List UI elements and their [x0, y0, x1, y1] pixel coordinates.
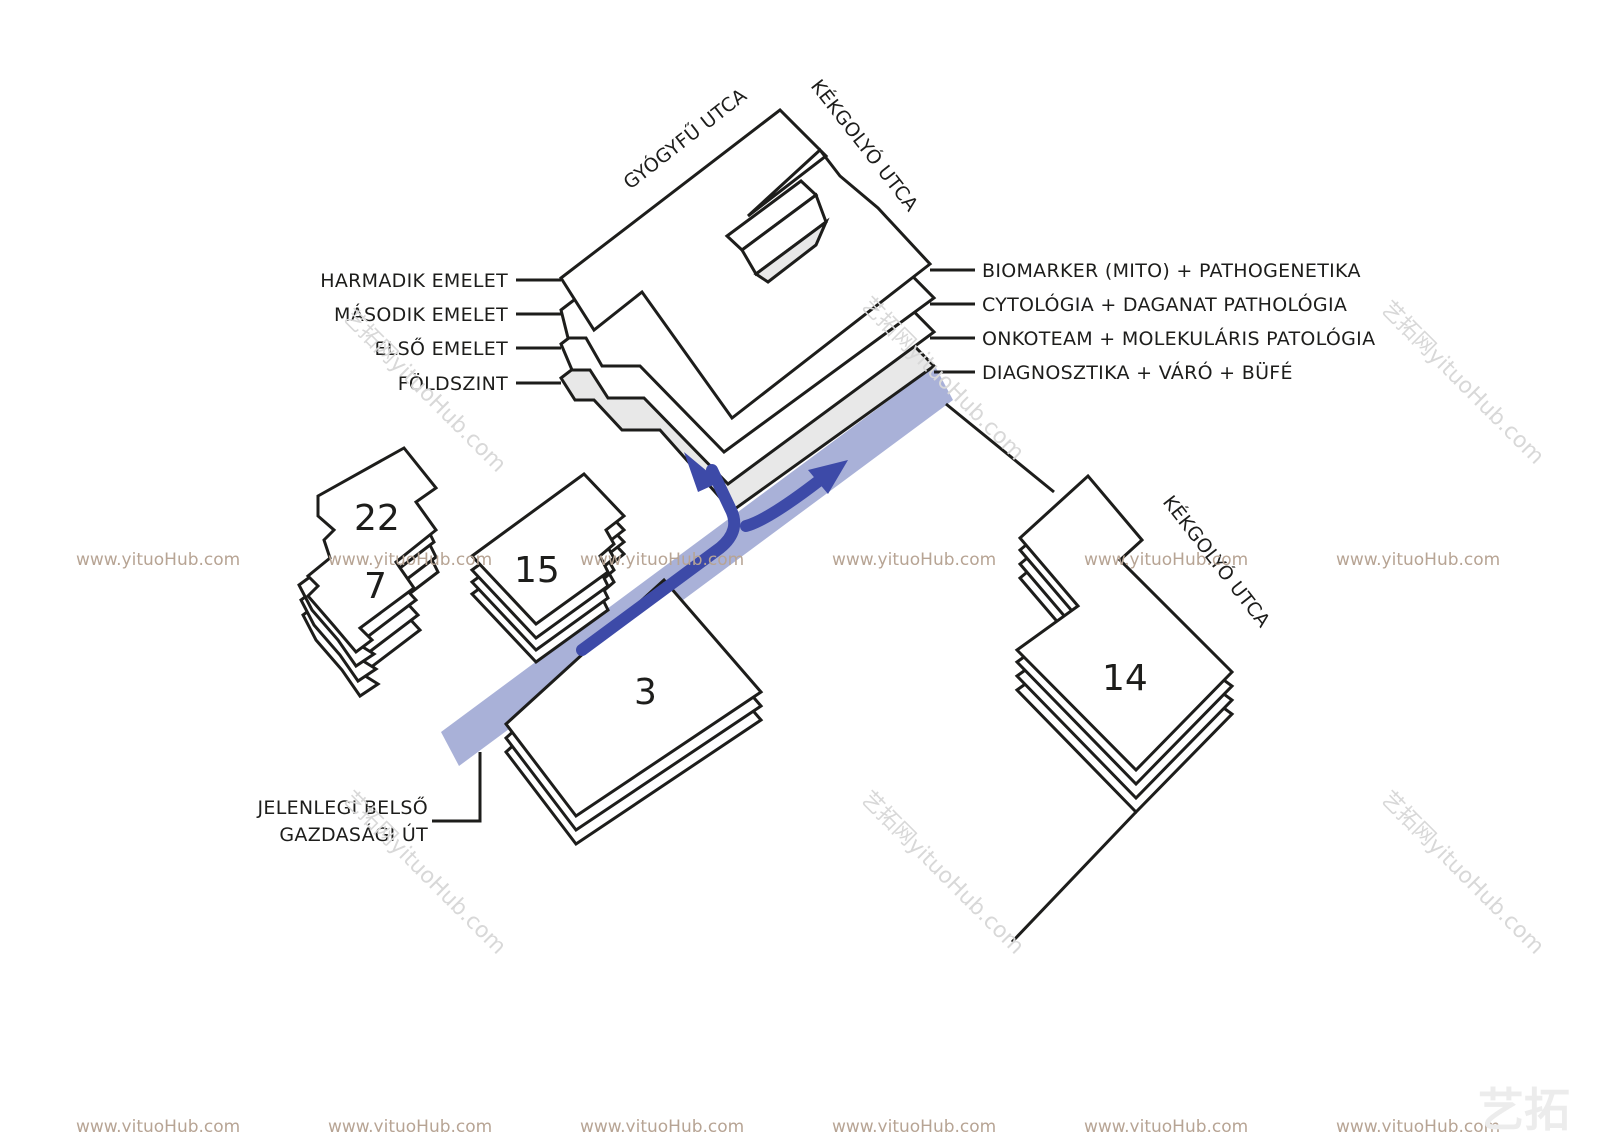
main-building-courtyard-block-3: [753, 217, 830, 284]
street-line-south: [1010, 810, 1138, 944]
building-22-7: [297, 446, 440, 699]
building-3: [503, 577, 764, 847]
building-number-3: 3: [634, 672, 657, 713]
building-number-7: 7: [364, 566, 387, 607]
floor-leader-lines: [516, 278, 561, 385]
watermark-text: www.yituoHub.com: [76, 1117, 240, 1132]
route-arrow-head-right: [808, 460, 848, 494]
route-arrow-main: [576, 464, 741, 656]
route-arrow-right: [740, 474, 826, 532]
watermark-text: www.yituoHub.com: [580, 1117, 744, 1132]
floor-label-first: ELSŐ EMELET: [374, 336, 508, 360]
watermark-text: www.yituoHub.com: [1084, 550, 1248, 570]
watermark-logo: 艺拓: [1478, 1083, 1570, 1132]
street-line-kekgolyo: [945, 402, 1055, 494]
watermark-text: www.yituoHub.com: [1336, 550, 1500, 570]
main-building: [558, 108, 937, 514]
floor-label-third: HARMADIK EMELET: [320, 270, 508, 292]
route-arrows: [576, 452, 848, 656]
road-label-line1: JELENLEGI BELSŐ: [256, 795, 428, 819]
watermark-text: www.yituoHub.com: [76, 550, 240, 570]
function-label-ground: DIAGNOSZTIKA + VÁRÓ + BÜFÉ: [982, 360, 1293, 384]
building-14: [1014, 473, 1235, 815]
watermark-text: www.yituoHub.com: [1336, 1117, 1500, 1132]
building-number-22: 22: [354, 498, 400, 539]
floor-label-second: MÁSODIK EMELET: [334, 303, 508, 326]
watermark-diagonal: 艺拓网yituoHub.com: [856, 787, 1029, 960]
function-label-first: ONKOTEAM + MOLEKULÁRIS PATOLÓGIA: [982, 326, 1375, 350]
watermark-diagonal: 艺拓网yituoHub.com: [1376, 787, 1549, 960]
function-label-second: CYTOLÓGIA + DAGANAT PATHOLÓGIA: [982, 292, 1347, 316]
floor-label-ground: FÖLDSZINT: [398, 372, 508, 395]
building-number-15: 15: [514, 550, 560, 591]
watermark-text: www.yituoHub.com: [328, 550, 492, 570]
building-15: [469, 472, 627, 664]
route-arrow-head-up: [684, 452, 720, 492]
watermark-text: www.yituoHub.com: [580, 550, 744, 570]
road-label-line2: GAZDASÁGI ÚT: [279, 822, 428, 846]
function-leader-lines: [930, 268, 975, 374]
watermark-text: www.yituoHub.com: [832, 1117, 996, 1132]
road-leader-line: [432, 752, 482, 823]
watermark-diagonal: 艺拓网yituoHub.com: [1376, 297, 1549, 470]
watermark-text: www.yituoHub.com: [832, 550, 996, 570]
watermark-text: www.yituoHub.com: [328, 1117, 492, 1132]
main-building-third-floor: [558, 108, 933, 421]
function-label-third: BIOMARKER (MITO) + PATHOGENETIKA: [982, 260, 1361, 282]
building-number-14: 14: [1102, 658, 1148, 699]
watermark-text: www.yituoHub.com: [1084, 1117, 1248, 1132]
